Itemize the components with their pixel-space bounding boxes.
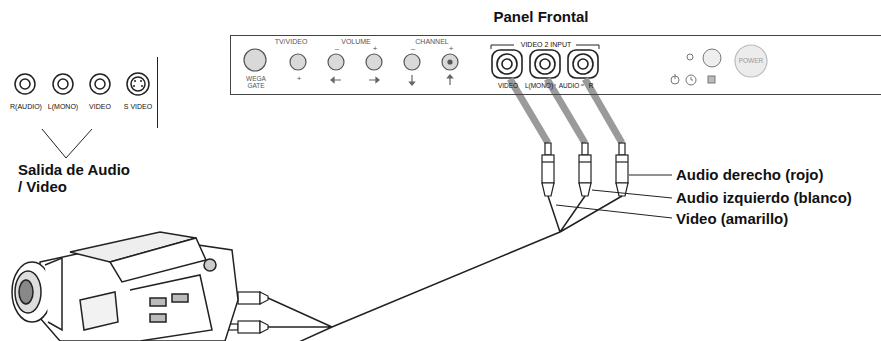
output-jack-panel: R(AUDIO) L(MONO) VIDEO S VIDEO (8, 57, 158, 128)
leader-lines (556, 175, 672, 218)
button-sign: + (373, 45, 378, 54)
front-panel: Panel FrontalTV/VIDEOVOLUME–+CHANNEL–+WE… (230, 35, 881, 95)
button-label: VOLUME (341, 38, 371, 46)
panel-buttons (244, 49, 458, 71)
jack-label: L(MONO) (525, 82, 553, 89)
jack-label: S VIDEO (124, 103, 152, 111)
cable-label: Audio derecho (rojo) (676, 166, 824, 183)
input-jacks (491, 45, 599, 85)
callout-label: Salida de Audio / Video (18, 161, 136, 196)
cable-label: Audio izquierdo (blanco) (676, 189, 852, 206)
jack-label: R (589, 82, 594, 89)
cable-shafts (510, 79, 622, 143)
button-label: TV/VIDEO (275, 38, 308, 46)
button-sign: + (449, 45, 454, 54)
cable (268, 196, 622, 341)
arrow-symbols (331, 75, 453, 85)
jack-label: VIDEO (89, 103, 111, 111)
group-label: VIDEO 2 INPUT (519, 41, 574, 49)
video-input-group: VIDEO 2 INPUT VIDEO L(MONO) AUDIO R (489, 39, 603, 95)
button-label: WEGA GATE (241, 75, 271, 89)
power-label: POWER (739, 57, 764, 64)
jack-label: VIDEO (498, 82, 518, 89)
button-label: CHANNEL (415, 38, 448, 46)
jack-label: L(MONO) (48, 103, 78, 111)
callout-bracket (42, 129, 92, 158)
camcorder (12, 232, 238, 341)
rca-plugs (542, 143, 628, 196)
button-sign: + (297, 75, 302, 84)
indicators (671, 49, 721, 85)
output-jacks (15, 73, 149, 95)
jack-label: AUDIO (559, 82, 580, 89)
cable-label: Video (amarillo) (676, 210, 788, 227)
button-sign: – (335, 45, 339, 54)
power-button: POWER (734, 44, 768, 78)
button-sign: – (411, 45, 415, 54)
jack-label: R(AUDIO) (10, 103, 42, 111)
panel-title: Panel Frontal (493, 9, 588, 26)
